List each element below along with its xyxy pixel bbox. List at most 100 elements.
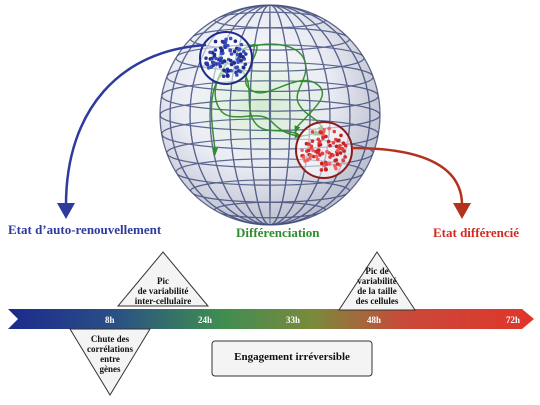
trajectory-path <box>235 65 299 135</box>
cell-dot <box>337 138 341 143</box>
cell-dot <box>235 65 240 69</box>
globe-longitude <box>189 5 351 225</box>
cell-dot <box>239 58 243 63</box>
cell-dot <box>326 139 331 144</box>
cell-dot <box>228 36 233 41</box>
cell-dot <box>239 42 244 47</box>
cell-dot <box>308 156 312 160</box>
cell-dot <box>331 153 335 158</box>
globe-longitude <box>169 5 371 225</box>
cell-dot <box>310 130 315 134</box>
cell-dot <box>311 148 315 153</box>
cell-dot <box>338 144 342 148</box>
cell-dot <box>224 37 228 42</box>
cell-dot <box>232 49 237 54</box>
cell-dot <box>310 139 315 144</box>
cell-dot <box>340 147 345 151</box>
cell-dot <box>343 143 348 148</box>
cell-dot <box>324 134 328 139</box>
cell-dot <box>238 52 243 57</box>
arrowhead-differentiated <box>453 203 471 219</box>
label-differentiation: Différenciation <box>236 225 320 240</box>
cell-dot <box>235 73 239 77</box>
cell-dot <box>311 154 316 159</box>
cell-dot <box>341 141 346 145</box>
cell-dot <box>322 127 326 132</box>
annotation-triangles <box>69 251 416 396</box>
cell-dot <box>208 50 212 55</box>
timeline-bar <box>8 309 534 329</box>
cell-dot <box>328 143 332 148</box>
cell-dot <box>318 139 322 144</box>
cell-dot <box>343 155 347 159</box>
tick-24h: 24h <box>198 315 213 325</box>
trajectory-path <box>239 43 323 129</box>
cell-dot <box>327 126 331 131</box>
triangle-peak-intercellular <box>116 251 210 307</box>
cell-dot <box>335 152 340 157</box>
cell-dot <box>232 61 237 65</box>
cell-dot <box>213 39 218 44</box>
cell-dot <box>225 43 230 48</box>
cell-dot <box>319 161 324 166</box>
cell-dot <box>236 56 241 61</box>
cell-dot <box>306 148 311 153</box>
cell-dot <box>327 151 332 155</box>
cell-dot <box>241 55 245 59</box>
cell-dot <box>204 56 208 60</box>
globe-sphere <box>159 4 381 226</box>
cell-dot <box>334 144 339 149</box>
cell-dot <box>212 60 216 65</box>
cell-dot <box>319 168 324 172</box>
trajectory-path <box>231 44 324 129</box>
trajectory-arrowhead <box>212 148 218 156</box>
cell-dot <box>243 62 248 67</box>
cell-dot <box>205 62 210 67</box>
cell-dot <box>213 48 218 52</box>
cell-dot <box>222 59 227 63</box>
cell-dot <box>241 49 246 54</box>
cell-dot <box>211 63 216 68</box>
cell-dot <box>229 52 234 56</box>
cell-dot <box>309 153 313 158</box>
cell-dot <box>314 154 319 159</box>
cell-dot <box>210 56 214 61</box>
cell-dot <box>220 48 224 53</box>
timeline-arrow <box>8 309 534 329</box>
cell-dot <box>214 56 218 61</box>
cell-dot <box>324 162 329 166</box>
cell-dot <box>236 69 241 73</box>
cell-dot <box>241 65 246 70</box>
label-differentiated: Etat différencié <box>433 225 520 240</box>
engagement-box <box>211 340 373 377</box>
differentiated-cluster <box>295 121 353 179</box>
cell-dot <box>303 159 307 163</box>
cell-dot <box>334 158 339 162</box>
cell-dot <box>219 51 224 56</box>
engagement-box-label: Engagement irréversible <box>234 351 350 363</box>
cell-dot <box>324 167 328 172</box>
tick-8h: 8h <box>105 315 115 325</box>
cell-dot <box>226 74 230 78</box>
cell-dot <box>335 162 340 166</box>
cell-dot <box>304 141 309 146</box>
tick-72h: 72h <box>506 315 521 325</box>
cell-dot <box>206 66 211 70</box>
cell-dot <box>218 64 223 69</box>
cell-dot <box>331 141 336 145</box>
trajectory-path <box>214 61 319 137</box>
note-peak-intercellular: Pic de variabilité inter-cellulaire <box>134 276 192 306</box>
cell-dot <box>341 158 346 163</box>
tick-33h: 33h <box>286 315 301 325</box>
cell-dot <box>320 151 324 156</box>
globe-longitude <box>268 5 272 225</box>
cell-dot <box>309 145 314 150</box>
state-arrows <box>57 43 471 219</box>
cell-dot <box>221 74 226 79</box>
cell-dot <box>316 150 320 155</box>
cell-dot <box>317 143 321 148</box>
arrow-to-differentiated <box>351 146 464 206</box>
tick-48h: 48h <box>367 315 382 325</box>
